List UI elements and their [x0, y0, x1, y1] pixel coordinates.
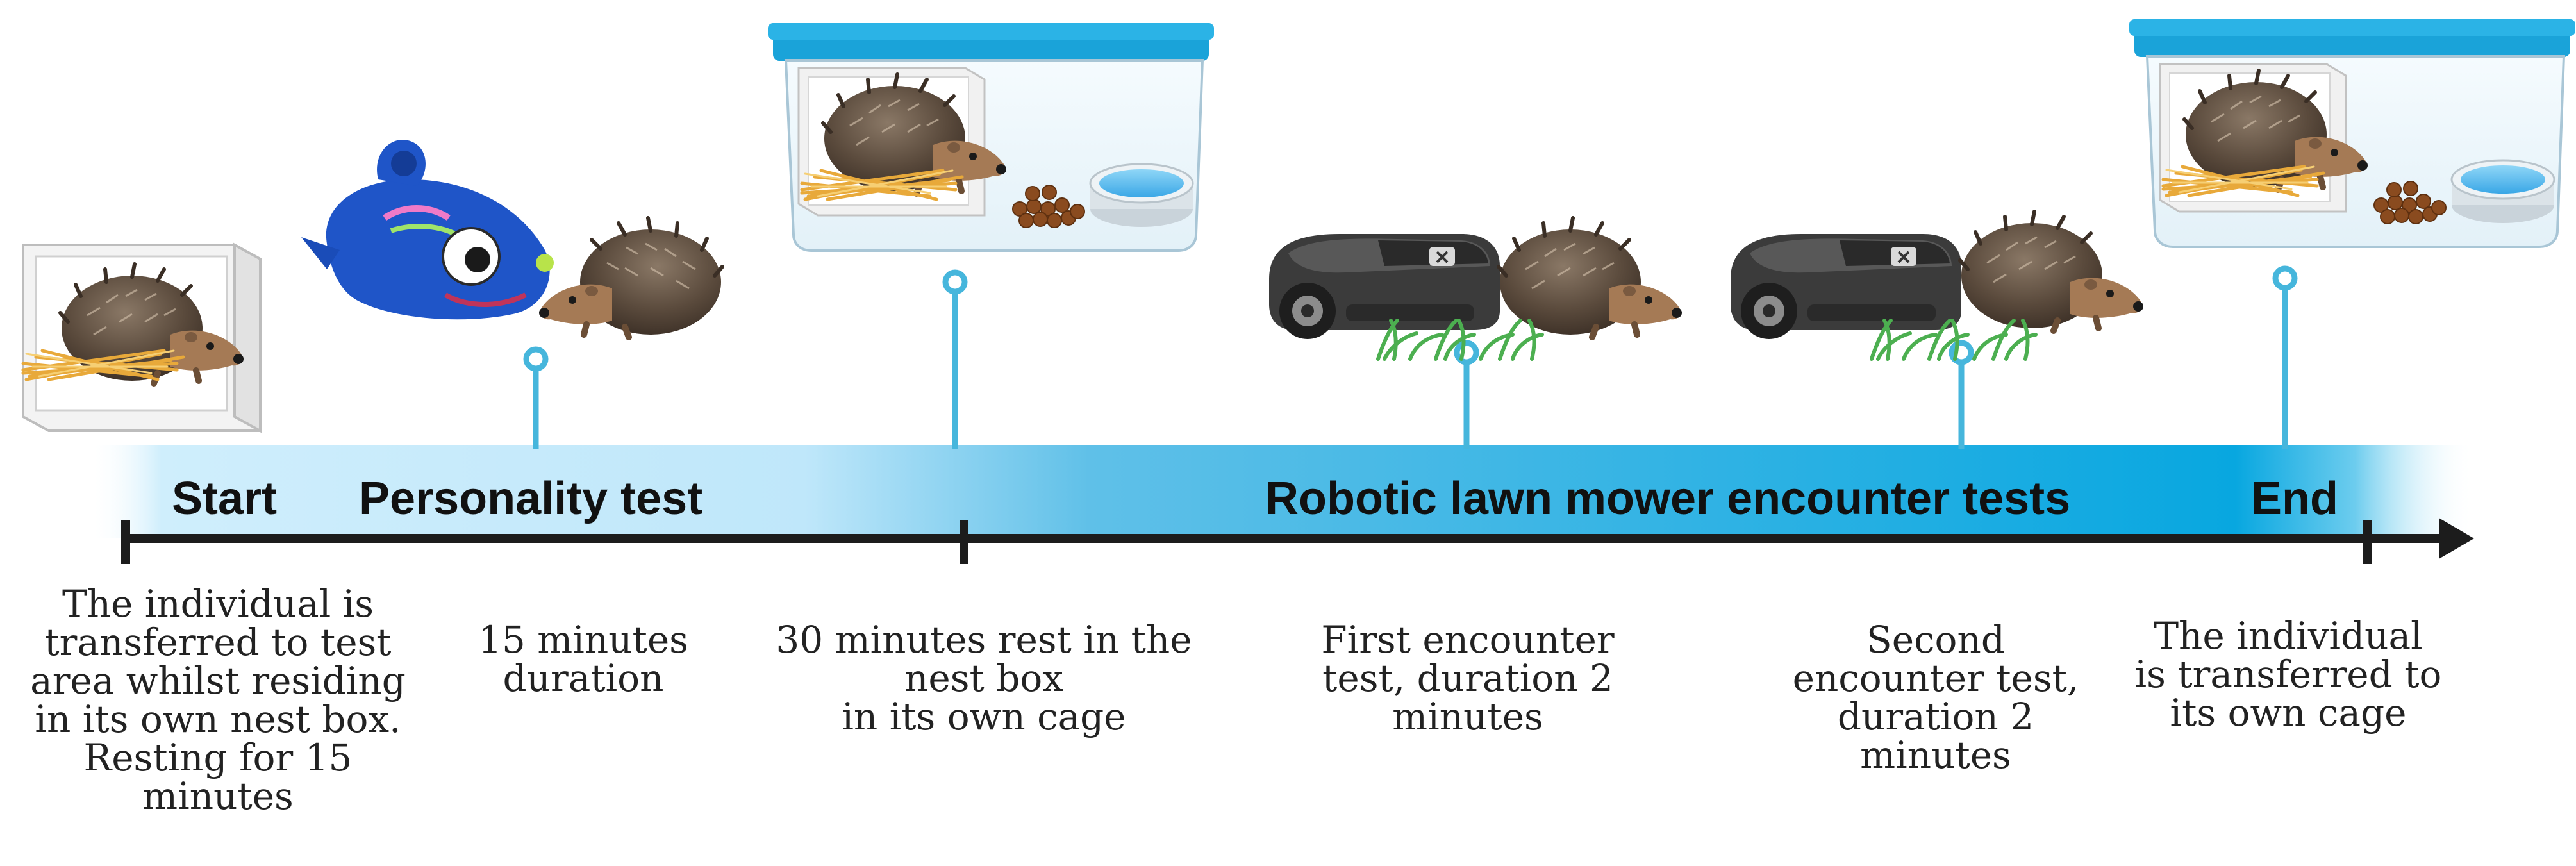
caption-second-encounter: Second encounter test, duration 2 minute…	[1792, 618, 2079, 777]
phase-label-personality-test: Personality test	[359, 473, 703, 524]
chameleon-toy-icon	[301, 140, 554, 320]
hedgehog-icon	[539, 218, 722, 337]
caption-personality-duration: 15 minutes duration	[478, 618, 688, 700]
phase-label-end: End	[2251, 473, 2338, 524]
robotic-mower-icon	[1729, 233, 1963, 340]
caption-rest: 30 minutes rest in the nest box in its o…	[776, 618, 1192, 738]
nest-box-icon	[23, 244, 262, 432]
timeline-marker-icon	[523, 346, 549, 449]
timeline-marker-icon	[942, 269, 968, 449]
hedgehog-icon	[1960, 212, 2143, 331]
cage-icon	[2128, 18, 2576, 248]
timeline-marker-icon	[2272, 265, 2298, 449]
water-bowl-icon	[2450, 159, 2555, 224]
water-bowl-icon	[1089, 163, 1194, 228]
phase-label-mower-tests: Robotic lawn mower encounter tests	[1265, 473, 2071, 524]
timeline-band	[90, 445, 2474, 538]
caption-transfer-out: The individual is transferred to its own…	[2134, 614, 2442, 735]
hedgehog-icon	[1499, 218, 1682, 337]
cage-icon	[767, 22, 1215, 252]
caption-transfer-in: The individual is transferred to test ar…	[30, 582, 406, 818]
arrow-head-icon	[2439, 518, 2474, 559]
caption-first-encounter: First encounter test, duration 2 minutes	[1321, 618, 1615, 738]
phase-label-start: Start	[172, 473, 278, 524]
robotic-mower-icon	[1268, 233, 1501, 340]
